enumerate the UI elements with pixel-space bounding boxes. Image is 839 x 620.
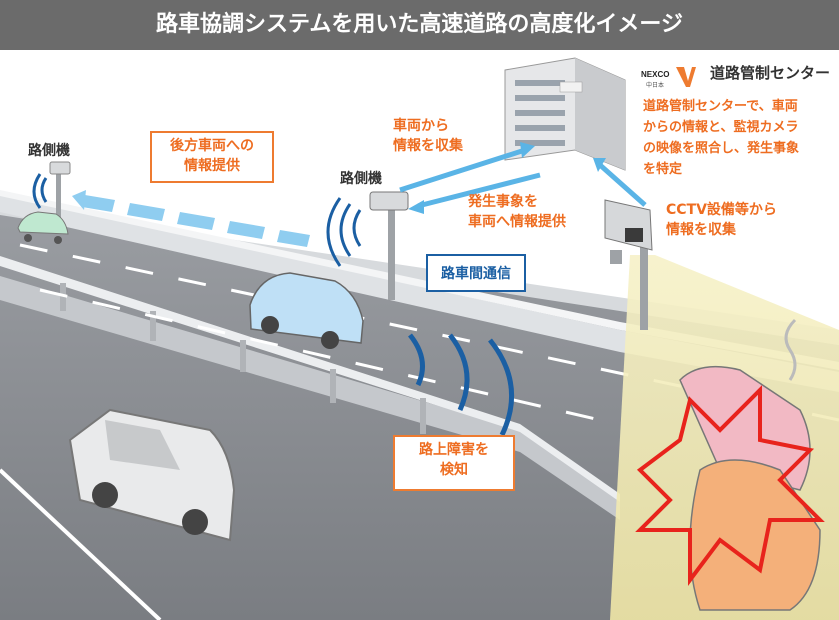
collect-from-vehicles-label: 車両から 情報を収集 — [393, 116, 463, 156]
cctv-line1: CCTV設備等から — [666, 202, 777, 218]
nexco-logo-text: NEXCO — [641, 70, 669, 79]
rear-info-arrow — [72, 190, 310, 247]
car-blue-center — [249, 272, 364, 349]
roadside-unit-label-left: 路側機 — [28, 143, 70, 159]
center-desc-line1: 道路管制センターで、車両 — [643, 99, 798, 114]
obstacle-detect-callout: 路上障害を 検知 — [393, 435, 515, 491]
provide-line2: 車両へ情報提供 — [468, 214, 566, 230]
traffic-control-center-building — [504, 57, 626, 171]
center-desc-line3: の映像を照合し、発生事象 — [643, 141, 800, 156]
obstacle-sensor-waves — [408, 333, 515, 437]
obstacle-line1: 路上障害を — [419, 442, 489, 458]
provide-to-vehicles-label: 発生事象を 車両へ情報提供 — [468, 192, 566, 232]
van-gray-front — [68, 408, 236, 542]
rear-vehicle-line1: 後方車両への — [170, 138, 254, 154]
center-desc-line2: からの情報と、監視カメラ — [643, 120, 799, 135]
cctv-collect-label: CCTV設備等から 情報を収集 — [666, 200, 777, 240]
collect-line1: 車両から — [393, 118, 449, 134]
car-far-left — [17, 211, 69, 244]
cctv-line2: 情報を収集 — [666, 222, 736, 238]
control-center-description: 道路管制センターで、車両 からの情報と、監視カメラ の映像を照合し、発生事象 を… — [643, 96, 837, 180]
highway-illustration — [0, 57, 839, 620]
accident-scene — [635, 318, 825, 611]
rear-vehicle-callout: 後方車両への 情報提供 — [150, 131, 274, 183]
provide-line1: 発生事象を — [468, 194, 538, 210]
crash-burst — [635, 385, 825, 586]
roadside-unit-label-center: 路側機 — [340, 171, 382, 187]
control-center-name: 道路管制センター — [710, 64, 831, 82]
center-desc-line4: を特定 — [643, 162, 683, 177]
roadside-unit-left — [32, 161, 71, 225]
rear-vehicle-line2: 情報提供 — [184, 158, 240, 174]
cctv-camera — [604, 199, 653, 330]
v2i-comm-callout: 路車間通信 — [426, 254, 526, 292]
roadside-unit-center — [326, 191, 409, 300]
nexco-logo: NEXCO 中日本 — [641, 67, 696, 89]
nexco-sub-text: 中日本 — [646, 81, 664, 89]
page-title: 路車協調システムを用いた高速道路の高度化イメージ — [0, 0, 839, 50]
collect-line2: 情報を収集 — [393, 138, 463, 154]
obstacle-line2: 検知 — [440, 462, 468, 478]
info-flow-arrows — [399, 147, 647, 209]
